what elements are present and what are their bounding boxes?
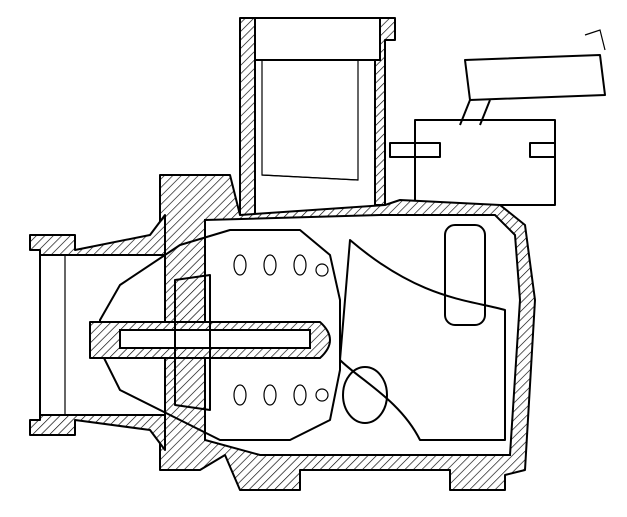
electrical-connector: [389, 29, 606, 206]
inlet-pipe: [29, 214, 166, 451]
valve-housing: [159, 174, 536, 491]
thermostat-element: [89, 229, 341, 441]
spring: [233, 254, 329, 406]
outlet-pipe: [239, 17, 396, 216]
